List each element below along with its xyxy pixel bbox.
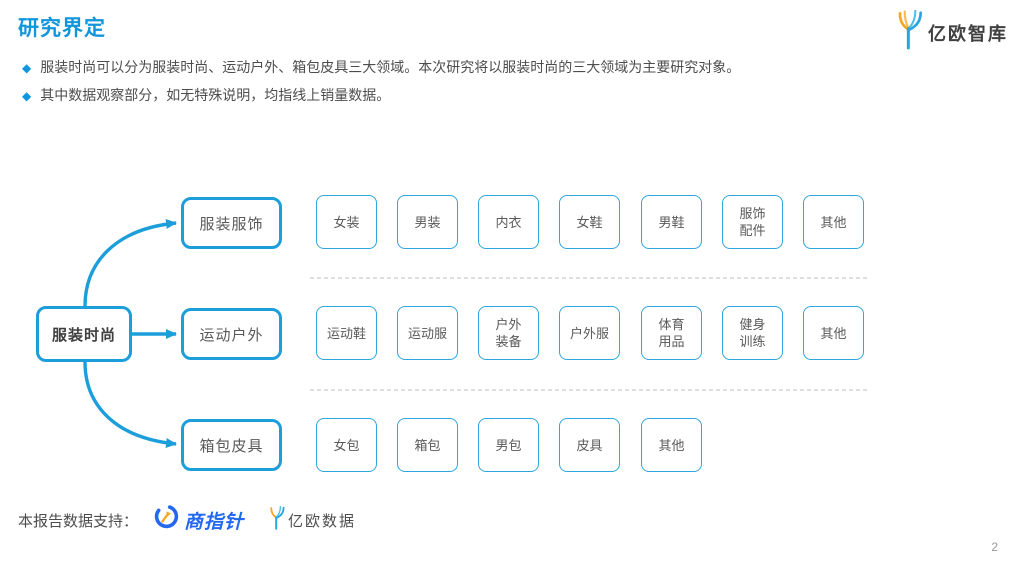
subcategory-node: 女鞋 <box>559 195 620 249</box>
subcategory-node: 其他 <box>641 418 702 472</box>
arrow-connector-bottom <box>83 361 177 448</box>
partner-logo-yioudata: 亿欧数据 <box>266 505 357 535</box>
diamond-bullet-icon: ◆ <box>22 89 32 103</box>
subcategory-node: 运动鞋 <box>316 306 377 360</box>
bullet-item: ◆ 服装时尚可以分为服装时尚、运动户外、箱包皮具三大领域。本次研究将以服装时尚的… <box>22 54 740 82</box>
partner-logo-shangzhizhen: 商指针 <box>152 504 244 536</box>
subcategory-node: 男装 <box>397 195 458 249</box>
subcategory-node: 户外 装备 <box>478 306 539 360</box>
subcategory-node: 男包 <box>478 418 539 472</box>
subcategory-node: 健身 训练 <box>722 306 783 360</box>
subcategory-node: 户外服 <box>559 306 620 360</box>
category-node-1: 服装服饰 <box>181 197 282 249</box>
shangzhizhen-compass-icon <box>152 504 179 536</box>
subcategory-node: 运动服 <box>397 306 458 360</box>
bullet-item: ◆ 其中数据观察部分，如无特殊说明，均指线上销量数据。 <box>22 82 740 110</box>
diamond-bullet-icon: ◆ <box>22 61 32 75</box>
subcategory-node: 体育 用品 <box>641 306 702 360</box>
root-node: 服装时尚 <box>36 306 132 362</box>
category-node-2: 运动户外 <box>181 308 282 360</box>
data-support-row: 本报告数据支持： 商指针 亿欧数据 <box>18 504 356 536</box>
brand-logo: 亿欧智库 <box>891 9 1008 55</box>
arrow-connector-top <box>83 219 177 307</box>
partner-name: 亿欧数据 <box>288 512 357 530</box>
subcategory-node: 其他 <box>803 195 864 249</box>
yiou-y-icon-small <box>266 505 286 535</box>
bullet-list: ◆ 服装时尚可以分为服装时尚、运动户外、箱包皮具三大领域。本次研究将以服装时尚的… <box>22 54 740 110</box>
subcategory-node: 服饰 配件 <box>722 195 783 249</box>
page-number: 2 <box>991 540 998 554</box>
partner-name: 商指针 <box>184 511 245 533</box>
page-title: 研究界定 <box>18 17 106 40</box>
support-label: 本报告数据支持： <box>18 512 139 530</box>
subcategory-node: 其他 <box>803 306 864 360</box>
subcategory-node: 男鞋 <box>641 195 702 249</box>
subcategory-node: 内衣 <box>478 195 539 249</box>
bullet-text: 服装时尚可以分为服装时尚、运动户外、箱包皮具三大领域。本次研究将以服装时尚的三大… <box>40 59 741 75</box>
subcategory-node: 箱包 <box>397 418 458 472</box>
bullet-text: 其中数据观察部分，如无特殊说明，均指线上销量数据。 <box>40 87 391 103</box>
yiou-y-icon <box>891 9 925 55</box>
category-node-3: 箱包皮具 <box>181 419 282 471</box>
subcategory-node: 女包 <box>316 418 377 472</box>
brand-name: 亿欧智库 <box>928 23 1008 44</box>
subcategory-node: 皮具 <box>559 418 620 472</box>
subcategory-node: 女装 <box>316 195 377 249</box>
